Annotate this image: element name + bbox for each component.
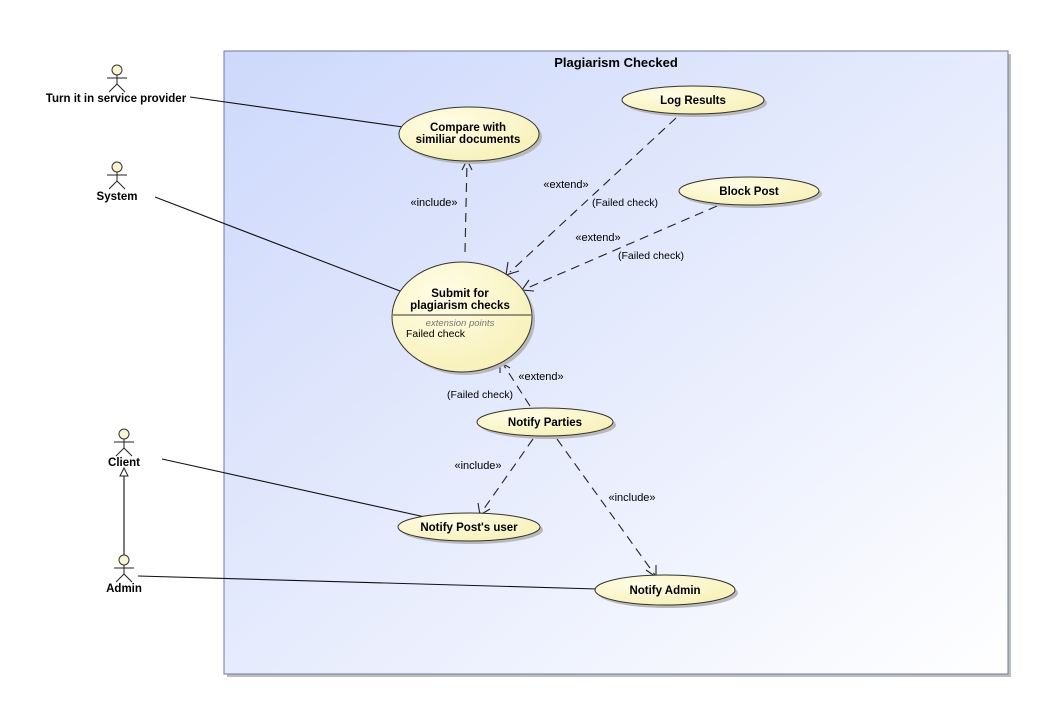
actor-system-icon (107, 161, 127, 190)
system-boundary[interactable]: Plagiarism Checked (223, 50, 1011, 677)
include-compare-label: «include» (410, 197, 457, 209)
use-case-notify-post-user[interactable]: Notify Post's user (397, 512, 543, 544)
system-boundary-box (223, 50, 1009, 675)
system-boundary-title: Plagiarism Checked (554, 55, 678, 70)
use-case-notify-admin-label: Notify Admin (629, 585, 700, 597)
association-turnitin-compare (189, 96, 404, 128)
actor-system[interactable]: System (97, 161, 138, 203)
actor-turnitin-icon (107, 64, 127, 93)
use-case-log-results-label: Log Results (660, 95, 726, 107)
use-case-notify-post-user-label: Notify Post's user (420, 522, 518, 534)
use-case-notify-parties-label: Notify Parties (508, 417, 582, 429)
use-case-submit-label-line2: plagiarism checks (410, 300, 510, 312)
association-client-notify-post-user (161, 458, 426, 518)
use-case-submit-ext-heading: extension points (426, 318, 495, 329)
use-case-block-post-label: Block Post (719, 186, 779, 198)
use-case-submit-label-line1: Submit for (431, 288, 489, 300)
extend-block-label: «extend» (575, 232, 620, 244)
actor-client-icon (114, 428, 134, 457)
use-case-notify-parties[interactable]: Notify Parties (476, 407, 616, 439)
use-case-submit-ext-point: Failed check (406, 328, 466, 340)
actor-turnitin-label: Turn it in service provider (46, 93, 187, 105)
use-case-block-post[interactable]: Block Post (678, 176, 822, 208)
use-case-submit[interactable]: Submit for plagiarism checks extension p… (391, 261, 535, 375)
extend-log-condition: (Failed check) (592, 197, 658, 209)
association-system-submit (154, 196, 401, 292)
use-case-compare-label-line1: Compare with (430, 122, 506, 134)
actor-client-label: Client (108, 457, 140, 469)
extend-log-label: «extend» (543, 179, 588, 191)
actor-turnitin[interactable]: Turn it in service provider (46, 64, 187, 105)
include-post-user-label: «include» (454, 460, 501, 472)
extend-block-condition: (Failed check) (618, 250, 684, 262)
actor-system-label: System (97, 191, 138, 203)
association-admin-notify-admin (137, 575, 598, 590)
actor-client[interactable]: Client (108, 428, 140, 469)
extend-notify-label: «extend» (518, 371, 563, 383)
use-case-compare-label-line2: similiar documents (416, 134, 521, 146)
extend-notify-condition: (Failed check) (447, 389, 513, 401)
actor-admin-label: Admin (106, 583, 142, 595)
actor-admin[interactable]: Admin (106, 554, 142, 595)
use-case-notify-admin[interactable]: Notify Admin (594, 574, 738, 608)
actor-admin-icon (114, 554, 134, 583)
use-case-compare[interactable]: Compare with similiar documents (398, 106, 542, 164)
use-case-log-results[interactable]: Log Results (621, 85, 767, 117)
generalization-admin-client (119, 466, 129, 556)
include-admin-label: «include» (608, 492, 655, 504)
